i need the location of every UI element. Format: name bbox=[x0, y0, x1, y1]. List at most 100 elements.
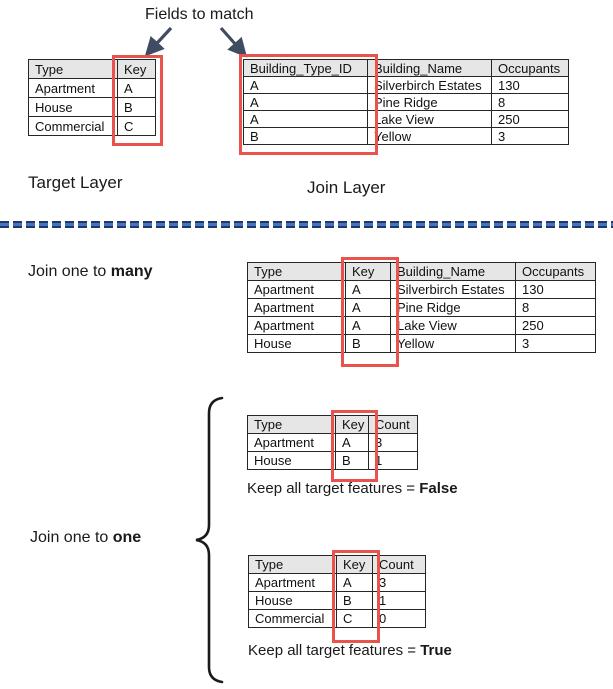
column-header: Occupants bbox=[491, 59, 569, 77]
table-cell: B bbox=[335, 451, 369, 470]
table-cell: A bbox=[336, 573, 373, 592]
table-cell: Silverbirch Estates bbox=[367, 76, 492, 94]
column-header: Occupants bbox=[515, 262, 596, 281]
table-cell: B bbox=[243, 127, 368, 145]
table-cell: Commercial bbox=[248, 609, 337, 628]
arrow-right-icon bbox=[219, 26, 248, 58]
table-cell: A bbox=[243, 76, 368, 94]
table-cell: 8 bbox=[491, 93, 569, 111]
column-header: Key bbox=[336, 555, 373, 574]
column-header: Building_Name bbox=[390, 262, 516, 281]
table-cell: 0 bbox=[372, 609, 426, 628]
column-header: Count bbox=[368, 415, 418, 434]
caption-text: Keep all target features = bbox=[247, 480, 420, 497]
table-cell: 3 bbox=[372, 573, 426, 592]
table-cell: Apartment bbox=[248, 573, 337, 592]
table-cell: House bbox=[247, 334, 346, 353]
keep-true-caption: Keep all target features = True bbox=[248, 642, 452, 659]
table-cell: Silverbirch Estates bbox=[390, 280, 516, 299]
table-cell: 250 bbox=[515, 316, 596, 335]
table-cell: Commercial bbox=[28, 116, 118, 136]
curly-brace bbox=[195, 396, 224, 684]
table-cell: 3 bbox=[368, 433, 418, 452]
table-cell: A bbox=[335, 433, 369, 452]
column-header: Building_Name bbox=[367, 59, 492, 77]
label-bold-text: many bbox=[110, 263, 153, 280]
table-cell: A bbox=[117, 78, 156, 98]
table-cell: A bbox=[345, 298, 391, 317]
table-cell: Yellow bbox=[367, 127, 492, 145]
table-cell: Pine Ridge bbox=[390, 298, 516, 317]
table-cell: C bbox=[336, 609, 373, 628]
target-layer-label: Target Layer bbox=[28, 173, 123, 192]
table-cell: 130 bbox=[491, 76, 569, 94]
column-header: Building_Type_ID bbox=[243, 59, 368, 77]
column-header: Type bbox=[248, 555, 337, 574]
column-header: Key bbox=[117, 59, 156, 79]
table-cell: 3 bbox=[491, 127, 569, 145]
table-cell: Pine Ridge bbox=[367, 93, 492, 111]
table-cell: Lake View bbox=[390, 316, 516, 335]
table-cell: Yellow bbox=[390, 334, 516, 353]
table-cell: House bbox=[248, 591, 337, 610]
table-cell: Apartment bbox=[247, 298, 346, 317]
table-cell: B bbox=[336, 591, 373, 610]
keep-false-caption: Keep all target features = False bbox=[247, 480, 458, 497]
label-bold-text: one bbox=[112, 529, 142, 546]
caption-bold-text: False bbox=[419, 480, 458, 497]
column-header: Count bbox=[372, 555, 426, 574]
table-cell: 8 bbox=[515, 298, 596, 317]
table-cell: House bbox=[247, 451, 336, 470]
label-text: Join one to bbox=[28, 263, 111, 280]
table-cell: A bbox=[345, 280, 391, 299]
fields-to-match-label: Fields to match bbox=[145, 6, 254, 23]
table-cell: B bbox=[117, 97, 156, 117]
table-cell: A bbox=[243, 93, 368, 111]
table-cell: 3 bbox=[515, 334, 596, 353]
column-header: Key bbox=[335, 415, 369, 434]
table-cell: C bbox=[117, 116, 156, 136]
table-cell: Lake View bbox=[367, 110, 492, 128]
section-divider bbox=[0, 221, 613, 228]
column-header: Type bbox=[247, 415, 336, 434]
join-one-to-one-label: Join one to one bbox=[30, 529, 141, 547]
arrow-left-icon bbox=[144, 26, 173, 57]
label-text: Join one to bbox=[30, 529, 113, 546]
column-header: Key bbox=[345, 262, 391, 281]
caption-text: Keep all target features = bbox=[248, 642, 421, 659]
table-cell: 1 bbox=[368, 451, 418, 470]
caption-bold-text: True bbox=[420, 642, 452, 659]
table-cell: Apartment bbox=[247, 433, 336, 452]
fields-to-match-arrows bbox=[144, 26, 248, 58]
table-cell: A bbox=[243, 110, 368, 128]
column-header: Type bbox=[247, 262, 346, 281]
column-header: Type bbox=[28, 59, 118, 79]
table-cell: Apartment bbox=[247, 316, 346, 335]
